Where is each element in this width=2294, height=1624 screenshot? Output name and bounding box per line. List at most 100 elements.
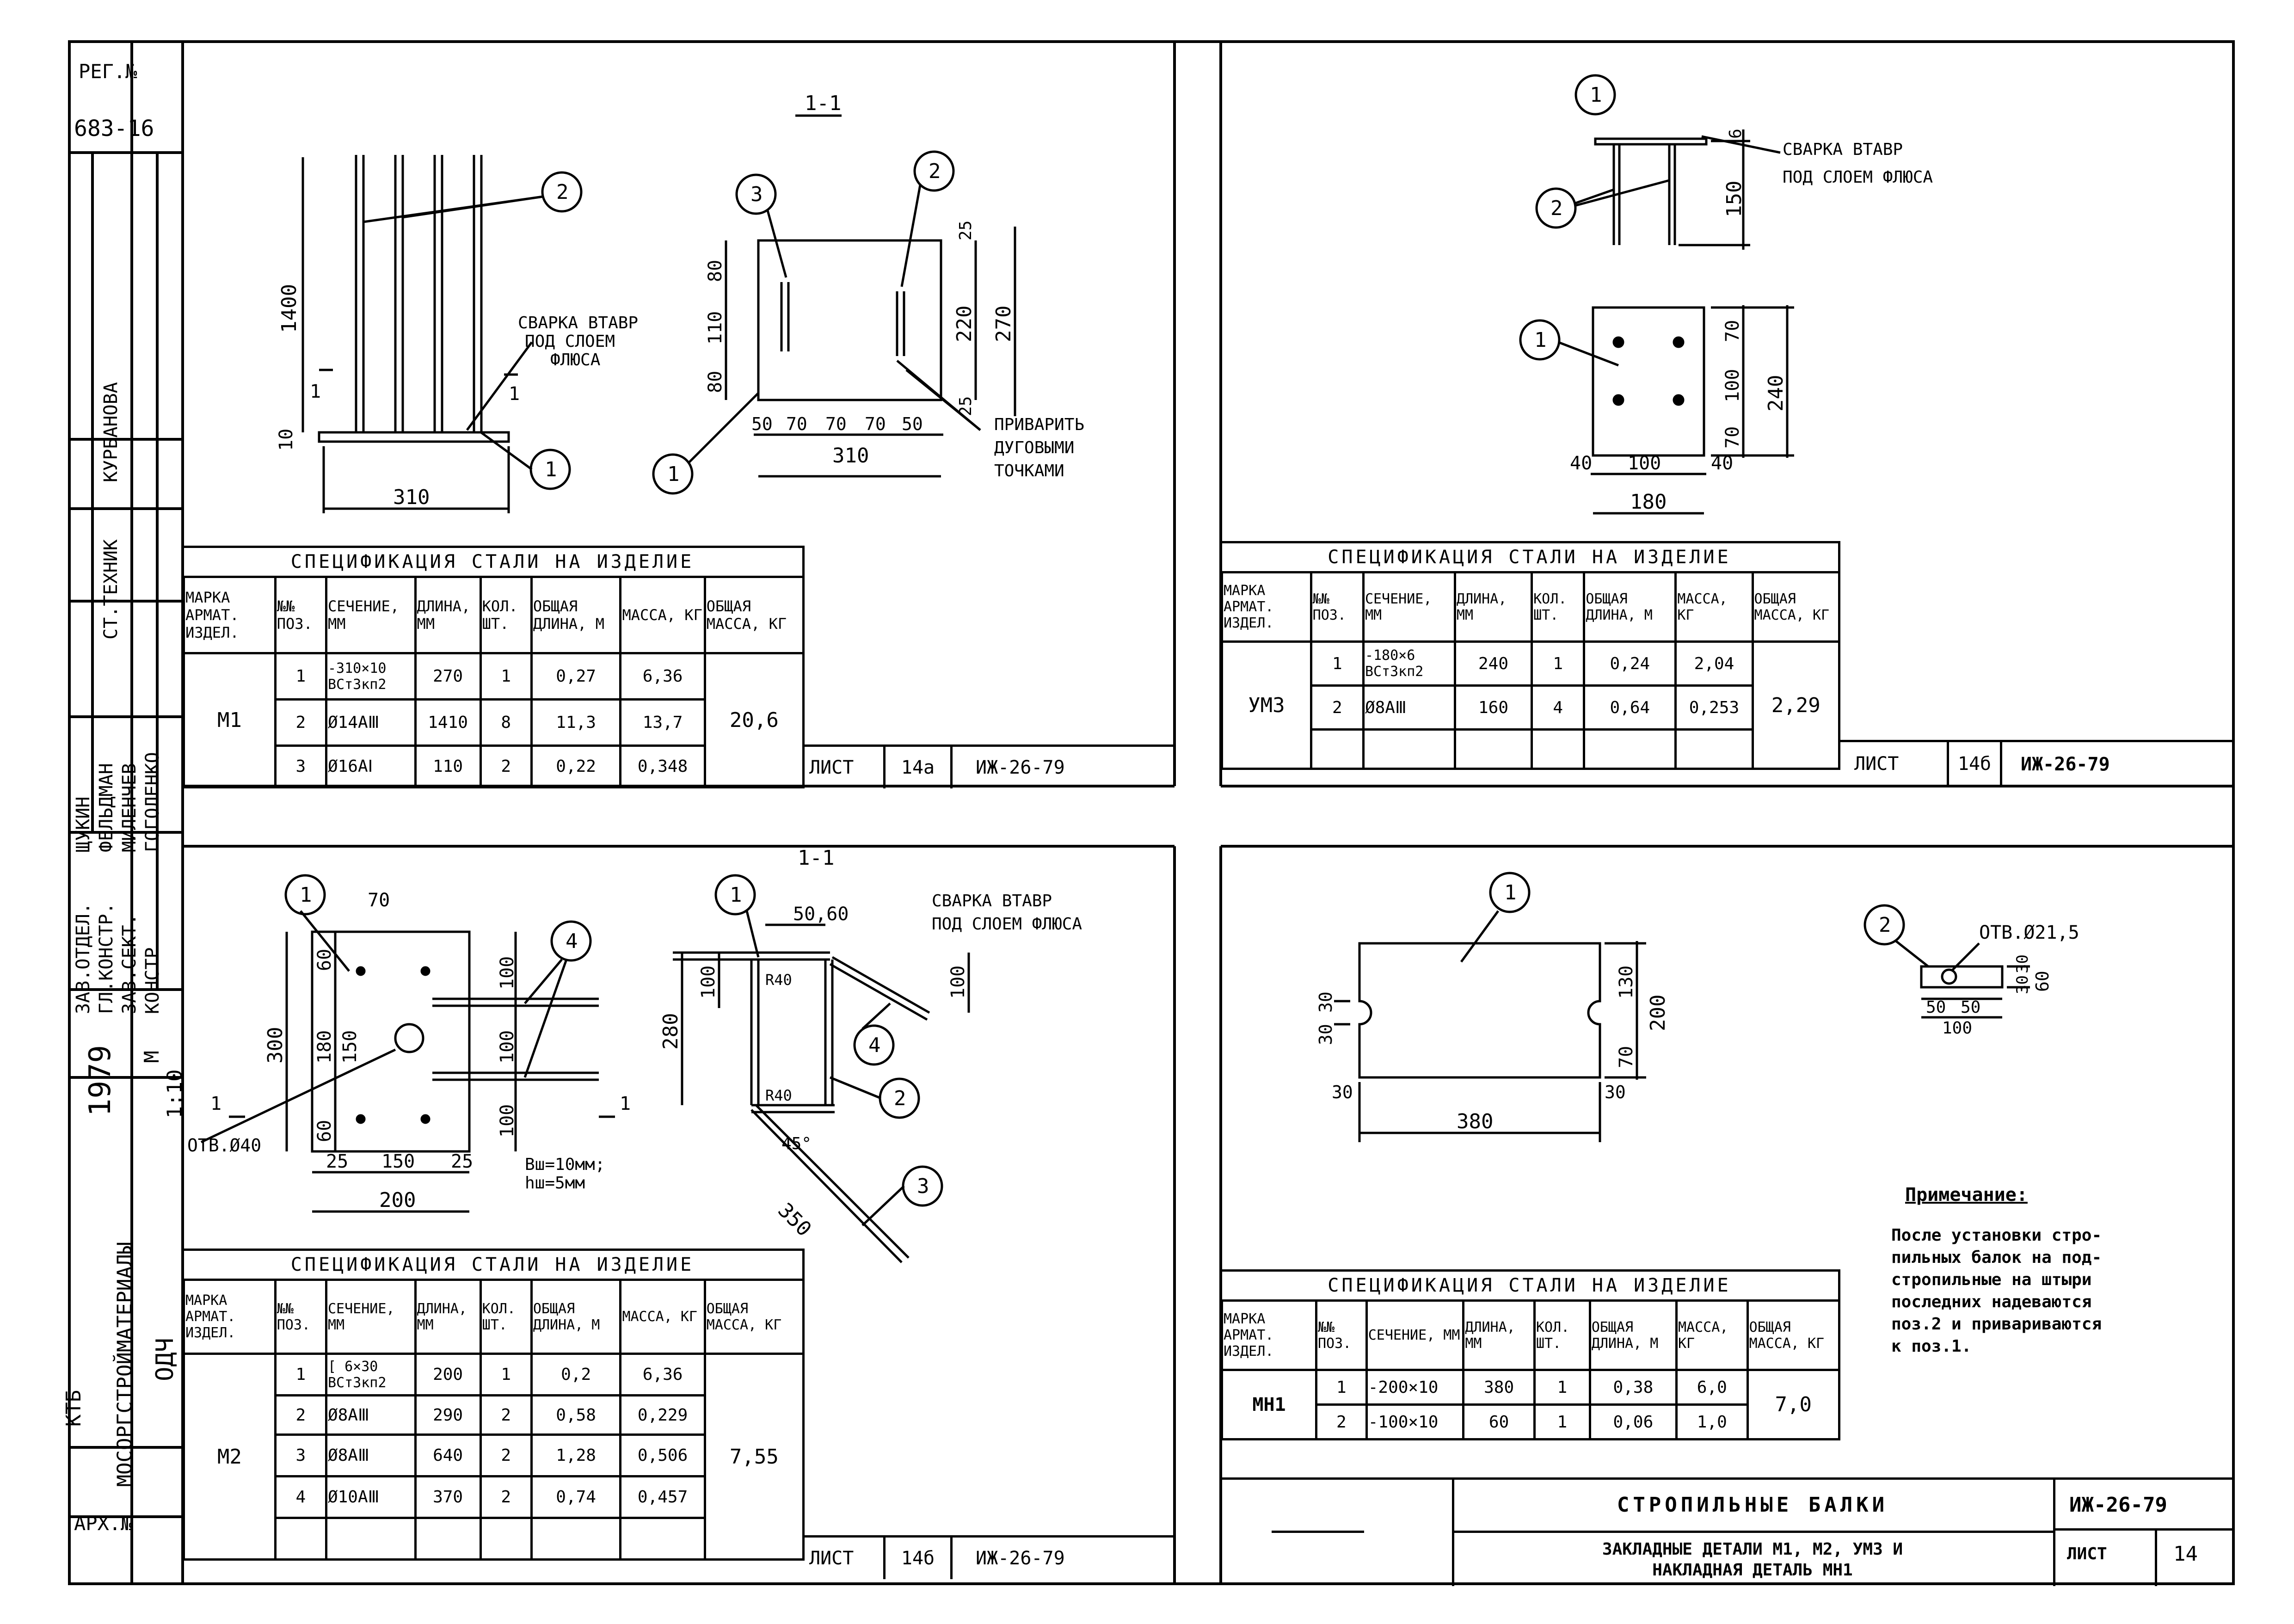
total-m1: 20,6: [703, 652, 805, 788]
hdr-pos-c: №№ ПОЗ.: [274, 1279, 327, 1355]
note-line-6: к поз.1.: [1891, 1337, 1972, 1356]
dim-200-c: 200: [379, 1188, 416, 1212]
sheet-a-stamp: ЛИСТ 14а ИЖ-26-79: [805, 744, 1175, 788]
dim-bottom-5: 50: [902, 414, 923, 434]
cell: 0,06: [1588, 1403, 1678, 1440]
hole-215: ОТВ.Ø21,5: [1979, 922, 2079, 943]
cell: 60: [1462, 1403, 1536, 1440]
cell: 110: [414, 744, 482, 788]
dim-270: 270: [992, 306, 1015, 342]
sheet-a-callout-2: 2: [556, 180, 569, 204]
spec-title-d: СПЕЦИФИКАЦИЯ СТАЛИ НА ИЗДЕЛИЕ: [1221, 1269, 1840, 1299]
sheet-c-callout-4b: 4: [868, 1033, 881, 1057]
hdr-section-d: СЕЧЕНИЕ, ММ: [1365, 1299, 1465, 1371]
spec-table-um3: СПЕЦИФИКАЦИЯ СТАЛИ НА ИЗДЕЛИЕ МАРКА АРМА…: [1221, 541, 1841, 770]
cell: 4: [1531, 684, 1586, 731]
empty-cell: [1362, 728, 1456, 770]
sheet-b-label: ЛИСТ: [1840, 742, 1949, 786]
bh-1: Вш=10мм;: [525, 1155, 605, 1174]
dim-r40a: R40: [765, 971, 792, 989]
hdr-total-mass-b: ОБЩАЯ МАССА, КГ: [1751, 571, 1841, 643]
hdr-total-len-c: ОБЩАЯ ДЛИНА, М: [530, 1279, 622, 1355]
title-block-divider: [2053, 1480, 2055, 1586]
empty-cell: [479, 1517, 533, 1561]
note-line-1: После установки стро-: [1891, 1226, 2102, 1245]
cell: -100×10: [1365, 1403, 1465, 1440]
cell: 2: [1310, 684, 1365, 731]
empty-cell: [325, 1517, 417, 1561]
cell: Ø10АⅢ: [325, 1475, 417, 1519]
dim-60-d: 60: [2032, 971, 2053, 992]
cell: 380: [1462, 1369, 1536, 1406]
dim-r40b: R40: [765, 1087, 792, 1104]
dim-40b: 40: [1711, 453, 1733, 474]
cell: 1: [1533, 1403, 1591, 1440]
callout-1-c: [284, 874, 326, 916]
note-line-2: пильных балок на под-: [1891, 1248, 2102, 1267]
stamp-gl-konstr: ГЛ.КОНСТР.: [96, 903, 117, 1014]
title-block-doc: ИЖ-26-79: [2055, 1480, 2233, 1531]
dim-280: 280: [659, 1013, 683, 1050]
dim-30f-d: 30: [2013, 975, 2032, 994]
weld-note-3: ФЛЮСА: [550, 351, 601, 369]
dim-100c-c: 100: [497, 1104, 518, 1138]
dim-bottom-4: 70: [865, 414, 886, 434]
reg-no: 683-16: [74, 116, 154, 141]
spec-title-c: СПЕЦИФИКАЦИЯ СТАЛИ НА ИЗДЕЛИЕ: [183, 1249, 805, 1279]
spec-table-m2: СПЕЦИФИКАЦИЯ СТАЛИ НА ИЗДЕЛИЕ МАРКА АРМА…: [183, 1249, 805, 1561]
note-block: Примечание: После установки стро- пильны…: [1891, 1184, 2224, 1358]
cell: 2: [479, 1394, 533, 1436]
title-block-divider-2: [2155, 1531, 2157, 1586]
cell: Ø14АⅢ: [325, 698, 417, 747]
hole-40: [394, 1023, 424, 1053]
bh-2: hш=5мм: [525, 1174, 585, 1193]
sheet-a-doc: ИЖ-26-79: [976, 757, 1065, 778]
hdr-qty: КОЛ. ШТ.: [479, 576, 533, 654]
empty-cell: [619, 1517, 706, 1561]
cell: 1: [1310, 640, 1365, 687]
dim-300-c: 300: [264, 1027, 287, 1064]
empty-cell: [530, 1517, 622, 1561]
hdr-mark: МАРКА АРМАТ. ИЗДЕЛ.: [183, 576, 277, 654]
cell: 0,229: [619, 1394, 706, 1436]
title-block-desc-2: НАКЛАДНАЯ ДЕТАЛЬ МН1: [1652, 1561, 1853, 1580]
title-block-sheet-no: 14: [2173, 1542, 2198, 1566]
dim-100b-c: 100: [497, 1030, 518, 1064]
dim-60b-c: 60: [314, 1120, 335, 1142]
dim-bottom-2: 70: [786, 414, 807, 434]
dim-200-d: 200: [1646, 995, 1670, 1031]
sheet-b-stamp: ЛИСТ 14б ИЖ-26-79: [1840, 740, 2233, 786]
cell: 0,24: [1583, 640, 1677, 687]
cell: 6,36: [619, 652, 706, 701]
hdr-mass-d: МАССА, КГ: [1675, 1299, 1749, 1371]
callout-1-a2: [652, 453, 694, 495]
sheet-b-callout-2: 2: [1550, 197, 1563, 220]
dim-25a: 25: [956, 221, 975, 240]
cell: Ø16АⅠ: [325, 744, 417, 788]
callout-2-d: [1863, 904, 1905, 946]
dim-110: 110: [705, 311, 726, 344]
dim-350: 350: [773, 1199, 816, 1241]
cell: 6,36: [619, 1353, 706, 1396]
dim-45: 45°: [781, 1134, 812, 1153]
callout-2-a: [541, 171, 583, 213]
title-block-left: [1221, 1480, 1454, 1586]
dim-180-c: 180: [314, 1030, 335, 1064]
empty-cell: [1674, 728, 1754, 770]
weld-b-1: СВАРКА ВТАВР: [1783, 140, 1903, 159]
cell: 0,253: [1674, 684, 1754, 731]
arc-note-1: ПРИВАРИТЬ: [994, 415, 1084, 434]
dim-150b-c: 150: [381, 1151, 415, 1172]
dim-180: 180: [1630, 490, 1667, 514]
cell: 11,3: [530, 698, 622, 747]
hdr-mark-b: МАРКА АРМАТ. ИЗДЕЛ.: [1221, 571, 1312, 643]
dim-380: 380: [1457, 1110, 1493, 1133]
sheet-c-stamp: ЛИСТ 14б ИЖ-26-79: [805, 1535, 1175, 1579]
cell: 1,0: [1675, 1403, 1749, 1440]
spec-table-mn1: СПЕЦИФИКАЦИЯ СТАЛИ НА ИЗДЕЛИЕ МАРКА АРМА…: [1221, 1269, 1841, 1440]
dim-30e-d: 30: [2013, 954, 2032, 973]
dim-30c-d: 30: [1332, 1082, 1353, 1102]
stamp-year: 1979: [83, 1045, 118, 1117]
hdr-mass-b: МАССА, КГ: [1674, 571, 1754, 643]
mark-m1: М1: [183, 652, 277, 788]
